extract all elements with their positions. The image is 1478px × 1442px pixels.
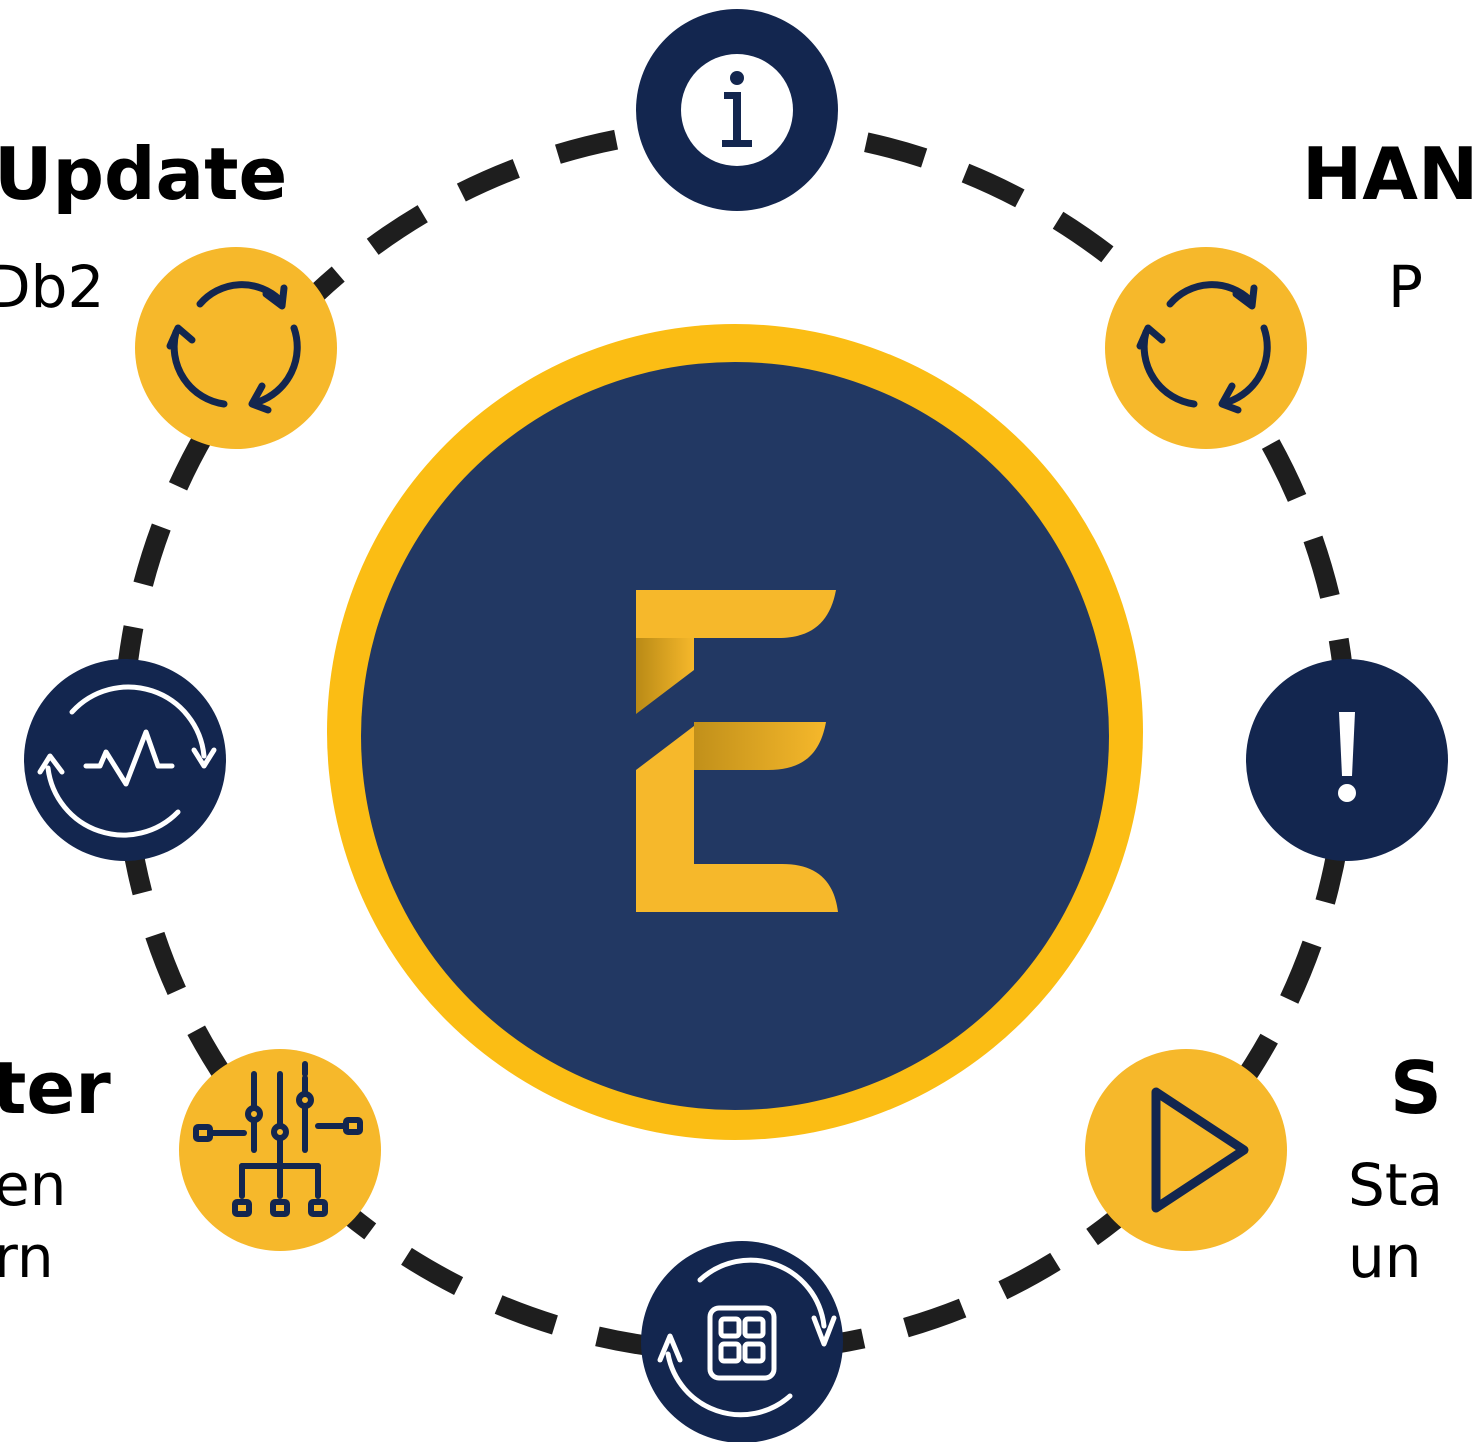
alert-node[interactable] — [1246, 659, 1448, 861]
play-icon — [1151, 1087, 1249, 1213]
bottom-left-title: ter — [0, 1046, 111, 1130]
settings-node[interactable] — [179, 1049, 381, 1251]
info-icon — [722, 71, 752, 147]
bottom-left-subtitle-line2: rn — [0, 1223, 54, 1291]
bottom-right-subtitle-line1: Sta — [1348, 1151, 1444, 1219]
cycle-diagram — [24, 9, 1448, 1442]
refresh-right-node[interactable] — [1105, 247, 1307, 449]
monitor-node[interactable] — [24, 659, 226, 861]
top-left-subtitle: Db2 — [0, 253, 105, 321]
bottom-right-subtitle-line2: un — [1348, 1223, 1422, 1291]
refresh-icon — [1136, 281, 1271, 414]
apps-cycle-node[interactable] — [641, 1241, 843, 1442]
pulse-cycle-icon — [37, 684, 217, 838]
refresh-left-node[interactable] — [135, 247, 337, 449]
exclamation-icon — [1338, 712, 1356, 802]
play-node[interactable] — [1085, 1049, 1287, 1251]
top-right-subtitle: P — [1388, 253, 1423, 321]
info-node[interactable] — [636, 9, 838, 211]
top-right-title: HAN — [1302, 132, 1478, 216]
grid-cycle-icon — [657, 1257, 837, 1418]
sliders-icon — [193, 1061, 363, 1217]
bottom-right-title: S — [1390, 1046, 1442, 1130]
center-logo — [327, 324, 1143, 1140]
e-logo-icon — [636, 590, 838, 912]
refresh-icon — [166, 281, 301, 414]
bottom-left-subtitle-line1: en — [0, 1151, 67, 1219]
top-left-title: Update — [0, 132, 288, 216]
